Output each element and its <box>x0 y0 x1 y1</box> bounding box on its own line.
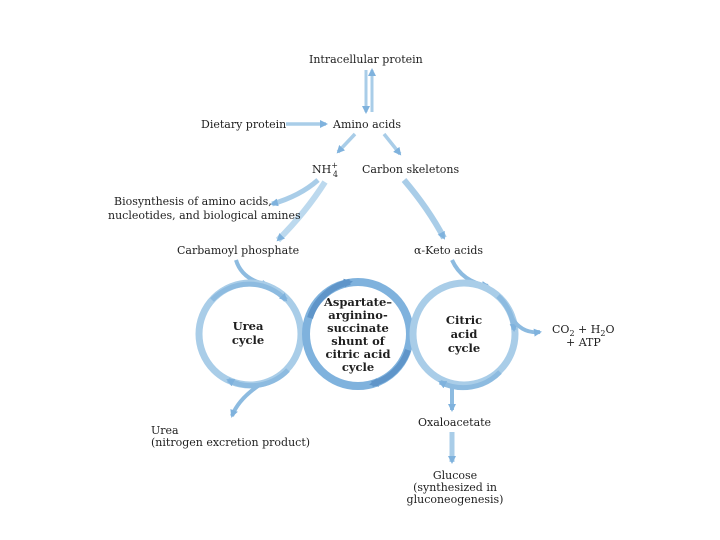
label-oxaloacetate: Oxaloacetate <box>418 416 491 429</box>
arrow-amino-to-nh4 <box>336 132 357 154</box>
label-co2-h2o: CO2 + H2O <box>552 323 614 338</box>
arrow-nh4-to-carbamoyl <box>275 180 328 243</box>
shunt-arrow-bottom <box>369 348 411 387</box>
label-biosynthesis-1: Biosynthesis of amino acids, <box>114 195 272 208</box>
shunt-arrow-top <box>307 278 353 319</box>
citric-cycle-arrow <box>496 294 518 332</box>
urea-cycle-arrow-2 <box>226 368 290 389</box>
label-shunt-4: shunt of <box>331 334 386 348</box>
label-shunt-1: Aspartate– <box>323 295 392 309</box>
label-amino-acids: Amino acids <box>332 118 401 131</box>
label-carbon-skeletons: Carbon skeletons <box>362 163 459 176</box>
label-nh4: NH+4 <box>312 161 338 179</box>
label-dietary-protein: Dietary protein <box>201 118 286 131</box>
label-glucose-1: Glucose <box>433 469 477 482</box>
label-urea-cycle-2: cycle <box>232 333 264 347</box>
citric-cycle-ring <box>409 279 519 389</box>
label-urea: Urea <box>151 424 179 437</box>
label-shunt-6: cycle <box>342 360 374 374</box>
label-shunt-5: citric acid <box>326 347 391 361</box>
label-citric-1: Citric <box>446 313 482 327</box>
label-shunt-2: arginino- <box>328 308 388 322</box>
label-citric-2: acid <box>451 327 478 341</box>
arrow-citric-to-co2 <box>510 316 542 337</box>
label-urea-note: (nitrogen excretion product) <box>151 436 310 449</box>
label-intracellular-protein: Intracellular protein <box>309 53 423 66</box>
label-shunt-3: succinate <box>327 321 389 335</box>
label-urea-cycle-1: Urea <box>233 319 264 333</box>
label-biosynthesis-2: nucleotides, and biological amines <box>108 209 301 222</box>
label-keto-acids: α-Keto acids <box>414 244 483 257</box>
urea-cycle-arrow <box>210 281 288 302</box>
label-citric-3: cycle <box>448 341 480 355</box>
label-glucose-3: gluconeogenesis) <box>407 493 504 506</box>
arrow-amino-to-carbon <box>382 132 402 156</box>
arrow-urea-cycle-to-urea <box>230 384 260 418</box>
citric-cycle-arrow-2 <box>438 370 502 391</box>
label-atp: + ATP <box>566 336 601 349</box>
arrow-carbon-to-keto <box>401 178 447 240</box>
label-carbamoyl-phosphate: Carbamoyl phosphate <box>177 244 299 257</box>
arrow-nh4-to-biosynthesis <box>270 178 320 207</box>
label-glucose-2: (synthesized in <box>413 481 497 494</box>
